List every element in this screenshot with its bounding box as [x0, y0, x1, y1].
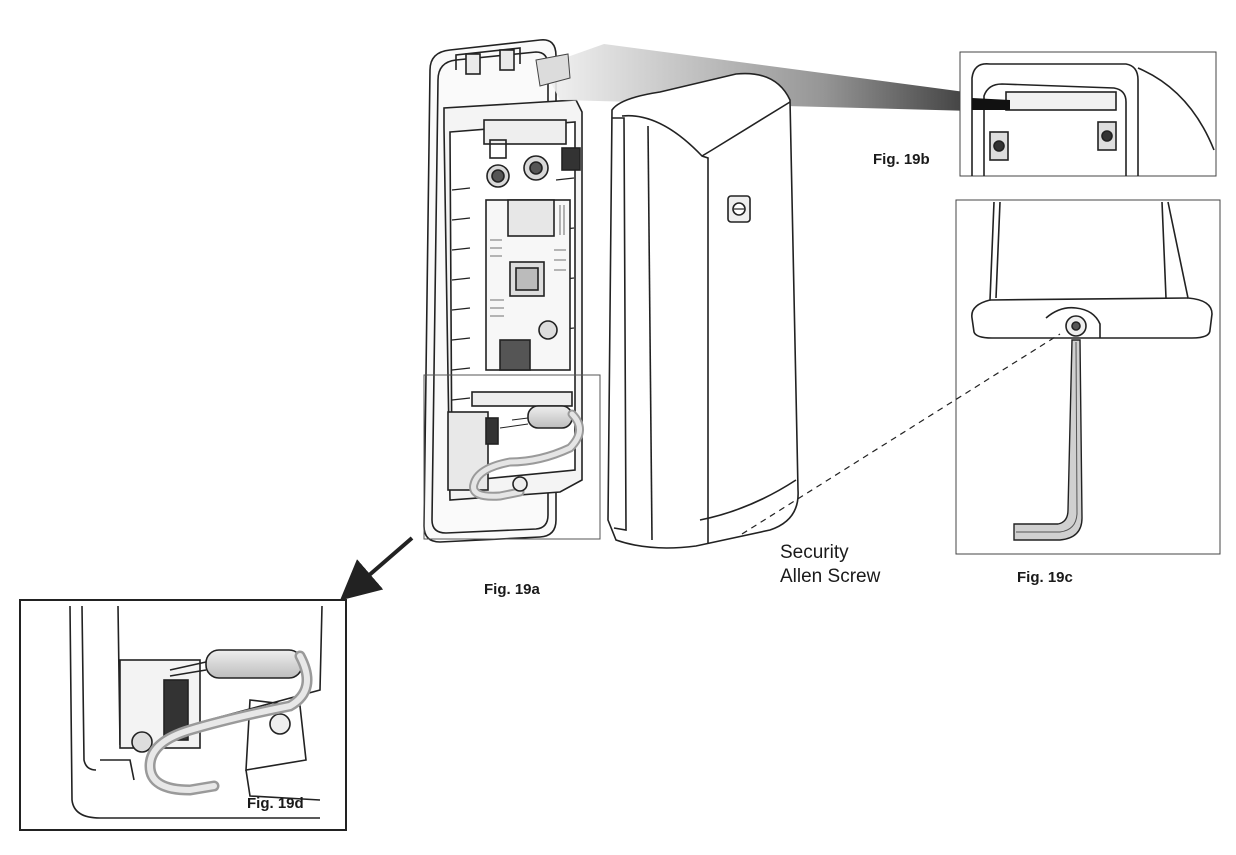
- fig-19c-panel: [955, 199, 1221, 555]
- front-cover: [607, 72, 799, 549]
- fig-19b-label: Fig. 19b: [873, 151, 930, 168]
- fig-19c-label: Fig. 19c: [1017, 569, 1073, 586]
- callout-line-2: Allen Screw: [780, 566, 881, 587]
- zoom-frame: [423, 374, 601, 540]
- fig-19d-label: Fig. 19d: [247, 795, 304, 812]
- fig-19b-panel: [959, 51, 1217, 177]
- leader-dashed: [741, 333, 1061, 535]
- security-screw-callout: Security Allen Screw: [780, 541, 880, 589]
- fig-19a-label: Fig. 19a: [484, 581, 540, 598]
- callout-line-1: Security: [780, 542, 849, 563]
- zoom-arrow: [339, 536, 414, 601]
- fig-19d-panel: [19, 599, 347, 831]
- base-unit-open: [423, 39, 584, 543]
